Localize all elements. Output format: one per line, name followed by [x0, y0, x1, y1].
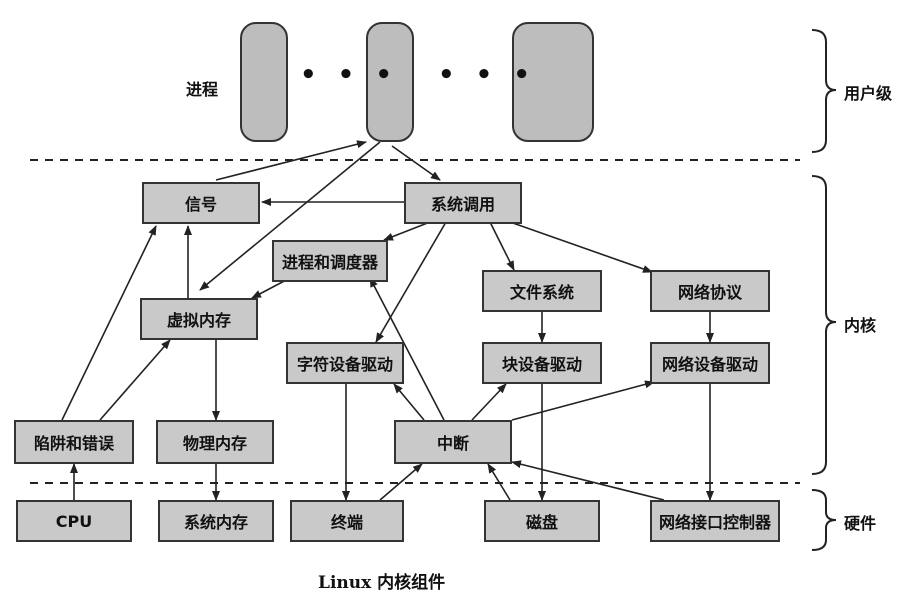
hardware-brace [811, 489, 837, 551]
physical-memory-box: 物理内存 [156, 420, 274, 464]
network-protocol-box: 网络协议 [650, 270, 770, 312]
kernel-level-label: 内核 [844, 316, 877, 335]
interrupt-box: 中断 [394, 420, 512, 464]
ellipsis-2: • • • [438, 60, 536, 90]
process-label: 进程 [186, 80, 219, 99]
char-device-driver-box: 字符设备驱动 [286, 342, 404, 384]
terminal-box: 终端 [290, 500, 404, 542]
virtual-memory-box: 虚拟内存 [140, 298, 258, 340]
user-level-brace [811, 29, 837, 153]
filesystem-box: 文件系统 [482, 270, 602, 312]
hardware-level-label: 硬件 [844, 514, 877, 533]
nic-box: 网络接口控制器 [650, 500, 780, 542]
kernel-brace [811, 175, 837, 475]
process-1 [240, 22, 288, 142]
syscall-box: 系统调用 [404, 182, 522, 224]
block-device-driver-box: 块设备驱动 [482, 342, 602, 384]
figure-caption: Linux 内核组件 [318, 573, 446, 593]
ellipsis-1: • • • [300, 60, 398, 90]
scheduler-box: 进程和调度器 [272, 240, 388, 282]
cpu-box: CPU [16, 500, 132, 542]
network-device-driver-box: 网络设备驱动 [650, 342, 770, 384]
signal-box: 信号 [142, 182, 260, 224]
disk-box: 磁盘 [484, 500, 600, 542]
system-memory-box: 系统内存 [158, 500, 274, 542]
process-2 [366, 22, 414, 142]
process-3 [512, 22, 594, 142]
traps-and-faults-box: 陷阱和错误 [14, 420, 134, 464]
user-level-label: 用户级 [844, 84, 893, 103]
arrows [61, 140, 714, 501]
